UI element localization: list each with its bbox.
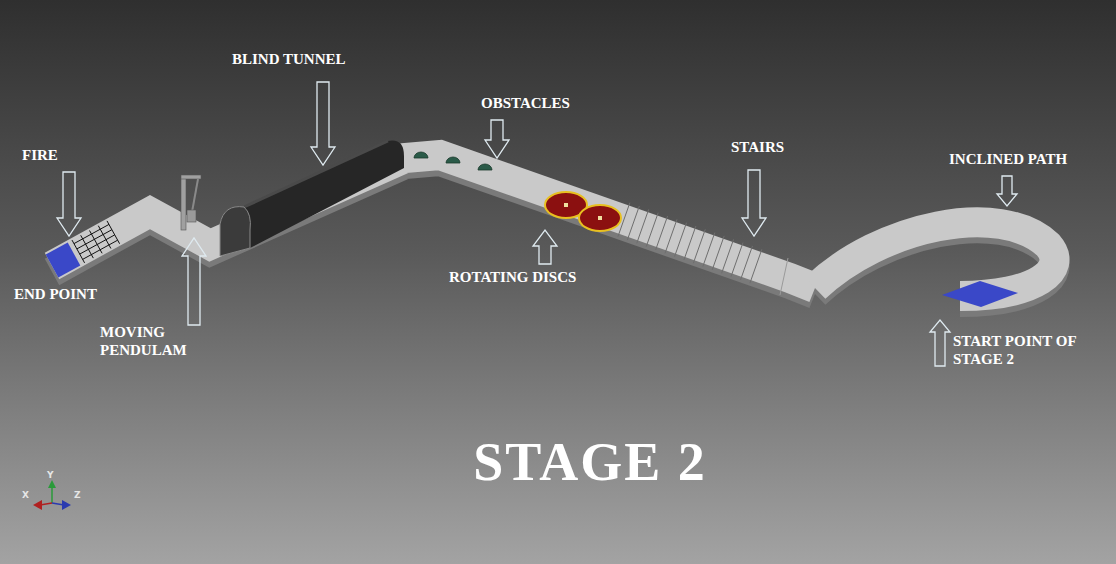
callout-label: FIRE	[22, 146, 58, 164]
end-point-pad	[46, 243, 81, 278]
callout-label: BLIND TUNNEL	[232, 50, 346, 68]
callout-label: START POINT OF STAGE 2	[953, 332, 1103, 368]
start-point-pad	[942, 281, 1018, 307]
axis-label: Z	[74, 490, 81, 501]
fire-grid	[72, 221, 120, 263]
callout-arrow	[57, 172, 81, 236]
callout-arrow	[930, 320, 950, 366]
tunnel-ridge	[244, 141, 388, 207]
tunnel-body	[220, 141, 404, 256]
callout-arrow	[533, 230, 557, 264]
axis-triad	[33, 480, 71, 510]
callout-arrow	[182, 238, 206, 325]
callout-label: MOVING PENDULAM	[100, 323, 200, 359]
pendulum-bar	[181, 175, 201, 179]
disc-center	[598, 216, 602, 220]
axis-label: X	[22, 490, 29, 501]
callout-arrow	[997, 176, 1017, 206]
pendulum	[181, 175, 201, 230]
callout-arrow	[311, 82, 335, 165]
disc-center	[564, 203, 568, 207]
tunnel-entrance	[220, 207, 250, 256]
pendulum-rod	[192, 179, 198, 212]
joint-line	[780, 258, 788, 295]
callout-arrows	[57, 82, 1017, 366]
obstacles	[414, 152, 492, 170]
path-top	[52, 155, 815, 288]
inclined-path-top	[815, 222, 1054, 296]
pendulum-weight	[187, 210, 196, 222]
callout-label: END POINT	[14, 285, 97, 303]
z-axis-head	[62, 500, 71, 510]
axis-label: Y	[47, 470, 54, 481]
callout-arrow	[485, 120, 509, 158]
y-axis-head	[48, 480, 56, 488]
callout-label: ROTATING DISCS	[449, 268, 576, 286]
stage-title: STAGE 2	[473, 435, 707, 489]
callout-label: OBSTACLES	[481, 94, 570, 112]
stairs	[618, 203, 762, 284]
callout-label: INCLINED PATH	[949, 150, 1067, 168]
callout-arrow	[742, 170, 766, 236]
y-axis	[51, 486, 53, 503]
x-axis-head	[33, 500, 42, 510]
callout-label: STAIRS	[731, 138, 784, 156]
rotating-disc	[579, 205, 621, 231]
pendulum-post	[181, 178, 186, 230]
